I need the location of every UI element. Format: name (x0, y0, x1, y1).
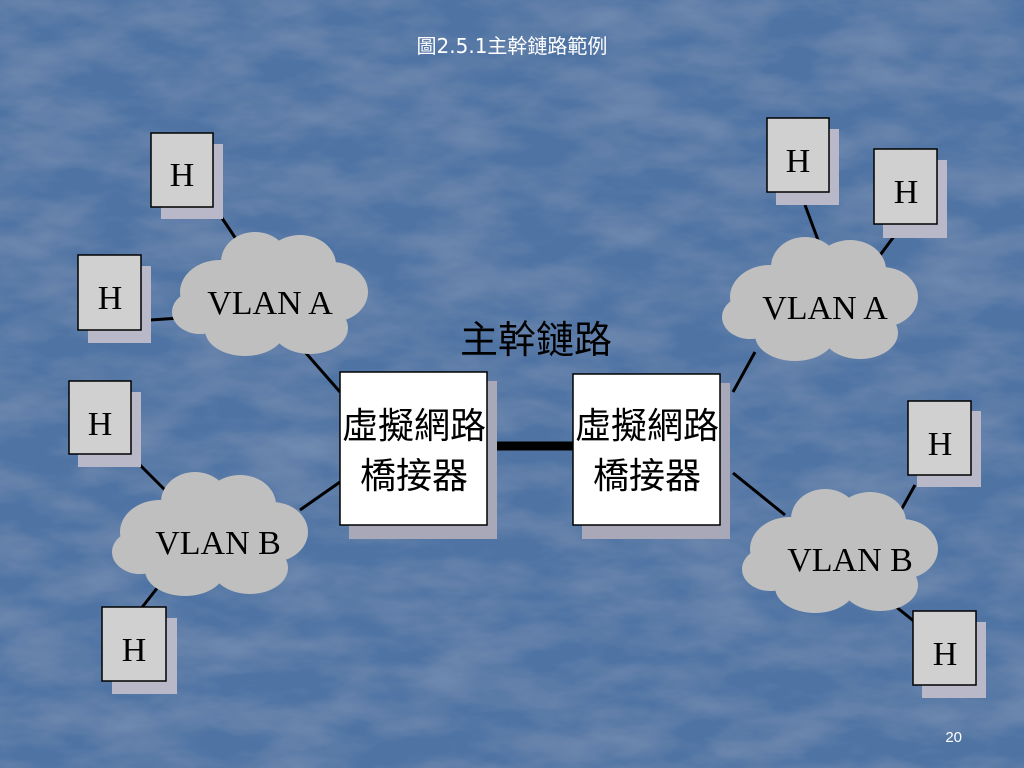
trunk-label: 主幹鏈路 (460, 318, 612, 362)
host-label: H (170, 157, 195, 194)
host-right-b-top: H (907, 400, 981, 487)
bridge-left: 虛擬網路 橋接器 (339, 371, 497, 539)
cloud-right-b: VLAN B (742, 489, 938, 613)
bridge-box (339, 371, 488, 526)
host-label: H (928, 426, 953, 463)
bridge-right: 虛擬網路 橋接器 (572, 373, 730, 539)
link-cloud-to-bridge (732, 471, 786, 517)
host-label: H (98, 280, 123, 317)
link-cloud-to-bridge (731, 351, 757, 393)
host-left-a-bottom: H (77, 254, 151, 343)
bridge-label-line1: 虛擬網路 (342, 406, 486, 447)
cloud-left-a: VLAN A (172, 232, 368, 356)
slide-title: 圖2.5.1主幹鏈路範例 (416, 34, 608, 58)
host-right-a-left: H (766, 117, 839, 205)
host-label: H (894, 174, 919, 211)
cloud-left-b: VLAN B (112, 472, 308, 596)
cloud-right-a: VLAN A (722, 237, 918, 361)
cloud-label: VLAN B (787, 542, 913, 579)
host-left-a-top: H (150, 132, 223, 219)
host-label: H (933, 636, 958, 673)
link-host-to-cloud (803, 204, 820, 241)
bridge-box (572, 373, 721, 526)
host-right-a-right: H (873, 148, 947, 238)
host-label: H (122, 632, 147, 669)
host-label: H (786, 143, 811, 180)
bridge-label-line1: 虛擬網路 (575, 406, 719, 447)
link-cloud-to-bridge (299, 480, 341, 512)
link-host-to-cloud (138, 463, 167, 492)
bridge-label-line2: 橋接器 (593, 456, 701, 497)
host-left-b-bottom: H (101, 606, 177, 694)
cloud-label: VLAN A (207, 285, 333, 322)
host-right-b-bottom: H (912, 610, 986, 698)
bridge-label-line2: 橋接器 (360, 456, 468, 497)
host-left-b-top: H (68, 380, 141, 467)
page-number: 20 (945, 729, 962, 746)
cloud-label: VLAN B (155, 525, 281, 562)
cloud-label: VLAN A (762, 290, 888, 327)
host-label: H (88, 406, 113, 443)
link-host-to-cloud (898, 484, 917, 513)
link-cloud-to-bridge (303, 351, 342, 393)
